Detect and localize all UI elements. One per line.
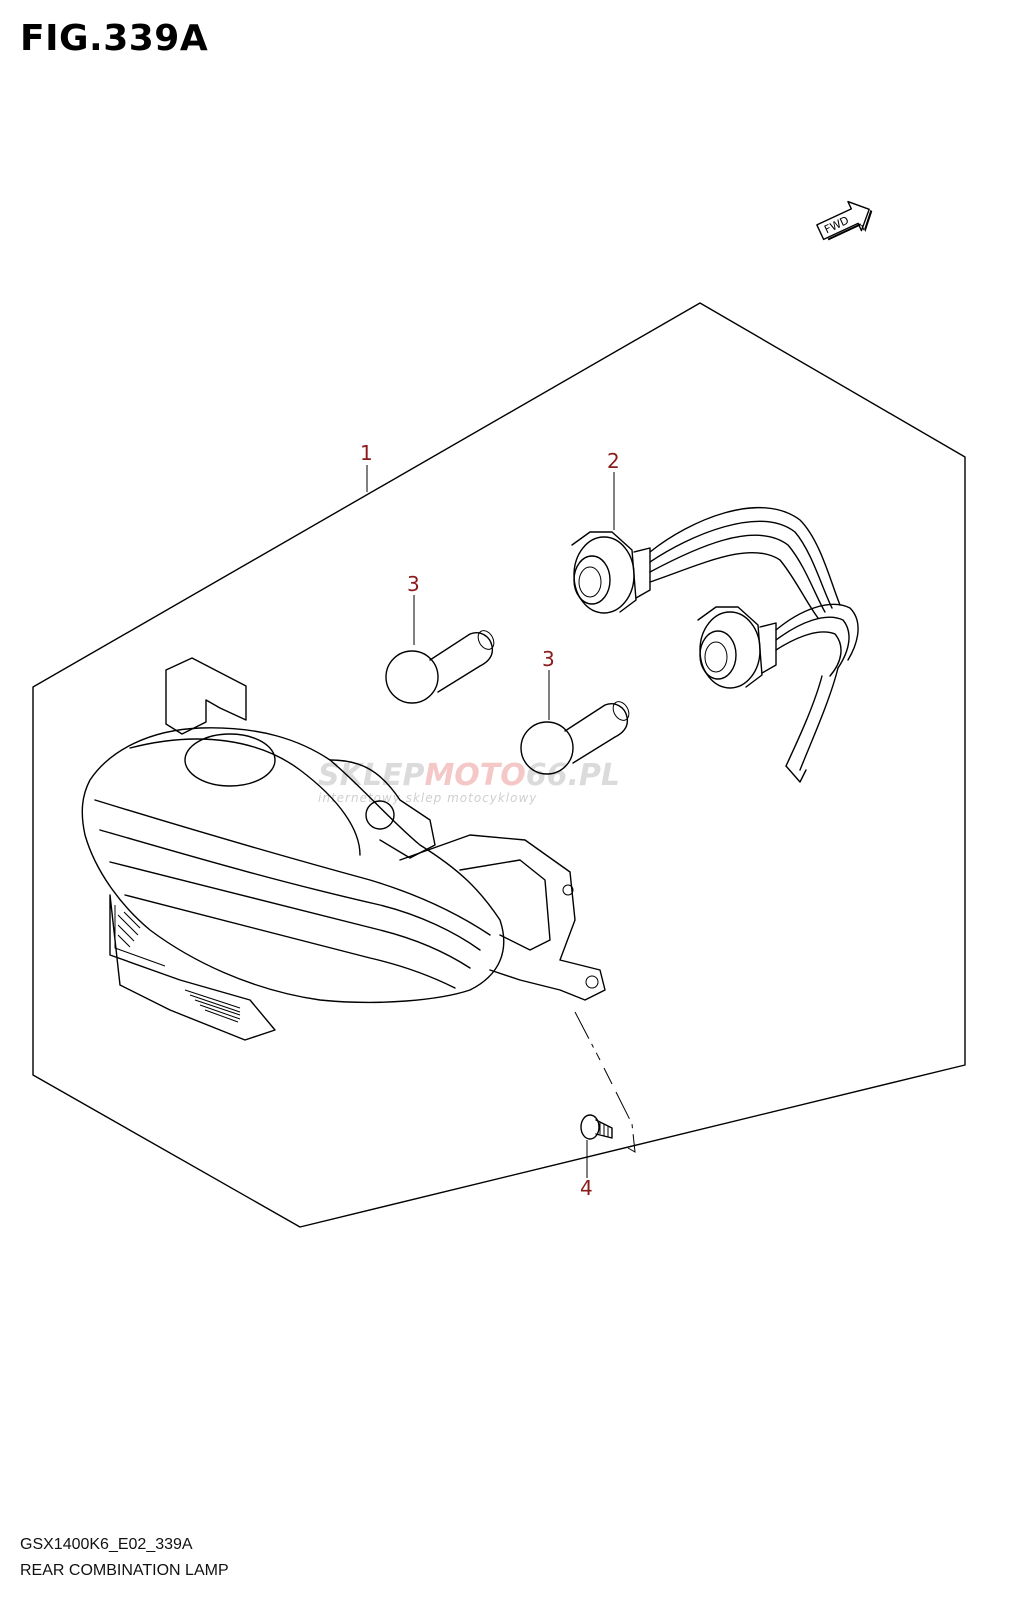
figure-title: FIG.339A: [20, 18, 209, 59]
callout-3-right: 3: [542, 647, 555, 671]
socket-harness: [571, 506, 859, 783]
watermark: SKLEPMOTO66.PL internetowy sklep motocyk…: [318, 758, 620, 805]
callout-2: 2: [607, 449, 620, 473]
assembly-boundary: [32, 302, 966, 1228]
watermark-tagline: internetowy sklep motocyklowy: [318, 791, 537, 805]
diagram-code: GSX1400K6_E02_339A: [20, 1536, 193, 1553]
screw-part: [580, 1114, 613, 1140]
bulb-left: [385, 630, 495, 704]
diagram-name: REAR COMBINATION LAMP: [20, 1562, 229, 1579]
callout-1: 1: [360, 441, 373, 465]
bulb-right: [520, 701, 630, 775]
callout-3-left: 3: [407, 572, 420, 596]
callout-4: 4: [580, 1176, 593, 1200]
svg-text:SKLEPMOTO66.PL: SKLEPMOTO66.PL: [318, 758, 620, 793]
watermark-brand-tail: 66.PL: [526, 758, 620, 793]
watermark-brand-accent: MOTO: [424, 758, 525, 793]
rear-lamp-housing: [81, 657, 606, 1041]
watermark-brand-main: SKLEP: [318, 758, 424, 793]
fwd-arrow-icon: FWD: [816, 200, 873, 241]
